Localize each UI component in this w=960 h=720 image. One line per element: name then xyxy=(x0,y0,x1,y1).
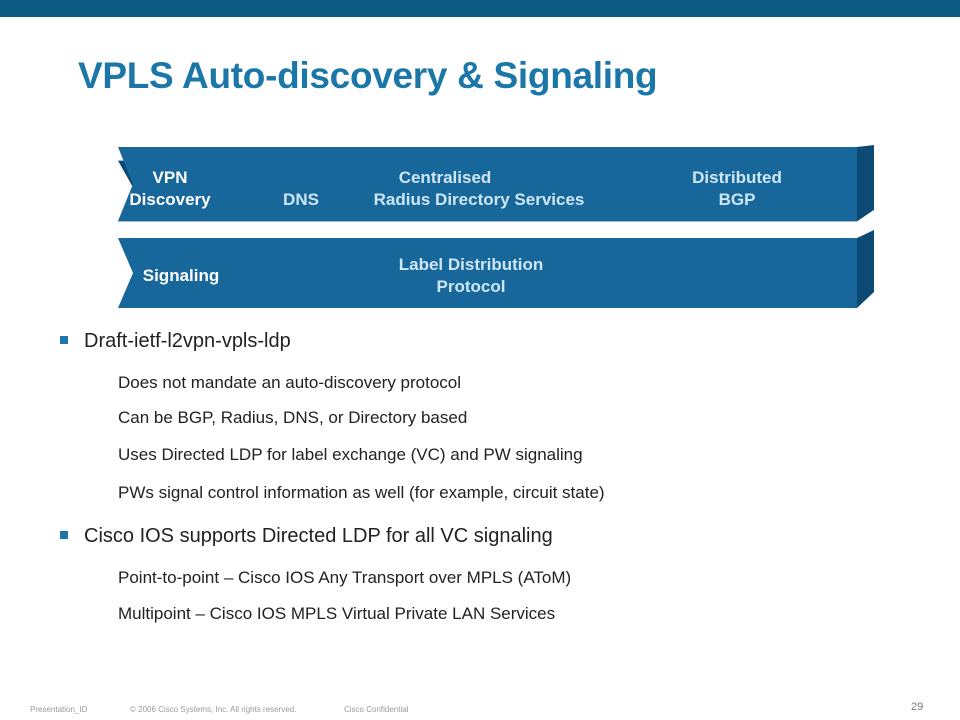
bullet-1: Draft-ietf-l2vpn-vpls-ldp xyxy=(60,330,291,353)
vpn-discovery-label: VPN Discovery xyxy=(120,167,220,211)
sub-bullet: Multipoint – Cisco IOS MPLS Virtual Priv… xyxy=(118,604,556,623)
page-number: 29 xyxy=(911,701,924,713)
bullet-square-icon xyxy=(60,335,68,344)
ldp-label: Label Distribution Protocol xyxy=(356,254,586,298)
bullet-square-icon xyxy=(60,530,68,539)
signaling-label: Signaling xyxy=(142,266,220,285)
centralised-line1: Centralised xyxy=(398,168,492,187)
sub-bullet: Uses Directed LDP for label exchange (VC… xyxy=(118,445,583,464)
ldp-line2: Protocol xyxy=(436,277,506,296)
footer-presentation-id: Presentation_ID xyxy=(30,705,88,714)
distributed-line1: Distributed xyxy=(692,168,782,187)
signaling-band: Signaling Label Distribution Protocol xyxy=(0,230,960,310)
discovery-band-shape xyxy=(118,145,874,222)
bullet-2: Cisco IOS supports Directed LDP for all … xyxy=(60,525,553,548)
slide-title: VPLS Auto-discovery & Signaling xyxy=(78,55,658,96)
centralised-label: Centralised xyxy=(340,167,550,189)
distributed-label: Distributed BGP xyxy=(672,167,802,211)
sub-bullet: PWs signal control information as well (… xyxy=(118,483,605,502)
vpn-discovery-line1: VPN xyxy=(152,168,188,187)
top-bar xyxy=(0,0,960,17)
signaling-band-shape xyxy=(118,230,874,308)
discovery-band: VPN Discovery DNS Centralised Radius Dir… xyxy=(0,145,960,223)
sub-bullet: Point-to-point – Cisco IOS Any Transport… xyxy=(118,568,572,587)
footer-confidential: Cisco Confidential xyxy=(344,705,409,714)
dns-label: DNS xyxy=(283,190,319,209)
bullet-1-text: Draft-ietf-l2vpn-vpls-ldp xyxy=(84,330,291,352)
distributed-line2: BGP xyxy=(718,190,756,209)
centralised-line2: Radius Directory Services xyxy=(373,190,585,209)
vpn-discovery-line2: Discovery xyxy=(129,190,211,209)
footer-copyright: © 2006 Cisco Systems, Inc. All rights re… xyxy=(130,705,297,714)
bullet-2-text: Cisco IOS supports Directed LDP for all … xyxy=(84,525,553,547)
sub-bullet: Does not mandate an auto-discovery proto… xyxy=(118,373,462,392)
sub-bullet: Can be BGP, Radius, DNS, or Directory ba… xyxy=(118,408,468,427)
ldp-line1: Label Distribution xyxy=(398,255,544,274)
